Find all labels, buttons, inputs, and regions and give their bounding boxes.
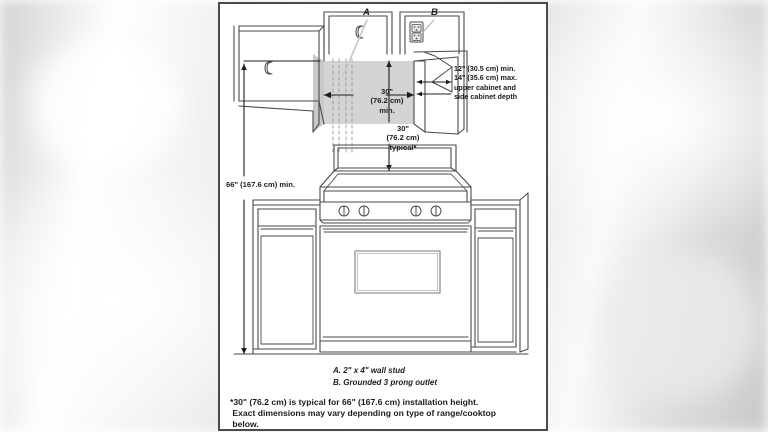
callout-letter-a: A bbox=[363, 7, 370, 18]
upper-cabinet-center-right bbox=[399, 11, 465, 55]
base-cabinet-right bbox=[470, 192, 529, 353]
floor-height-dimension-66in bbox=[235, 60, 321, 355]
upper-cabinet-right bbox=[413, 50, 468, 135]
cabinet-depth-arrow-lower bbox=[416, 91, 452, 97]
leader-line-a bbox=[342, 19, 368, 77]
grounded-3-prong-outlet bbox=[409, 21, 424, 43]
upper-cabinet-left bbox=[233, 25, 325, 133]
cabinet-depth-note: 12" (30.5 cm) min. 14" (35.6 cm) max. up… bbox=[454, 64, 518, 102]
height-dimension-label: 30" (76.2 cm) typical* bbox=[386, 124, 420, 152]
base-cabinet-left bbox=[252, 199, 321, 355]
width-dimension-30in bbox=[323, 91, 415, 99]
diagram-frame: A B 12" (30.5 cm) min. 14" (35.6 cm) max… bbox=[218, 2, 548, 431]
floor-height-dimension-label: 66" (167.6 cm) min. bbox=[226, 180, 296, 189]
background-blob-right bbox=[600, 250, 760, 400]
diagram-canvas: A B 12" (30.5 cm) min. 14" (35.6 cm) max… bbox=[220, 4, 546, 429]
installation-diagram-artwork bbox=[233, 11, 529, 355]
background-blob-left bbox=[30, 40, 180, 170]
callout-letter-b: B bbox=[431, 7, 438, 18]
range-knob-group bbox=[338, 205, 442, 217]
electric-range-with-oven bbox=[319, 144, 472, 353]
cabinet-depth-leaders bbox=[423, 51, 453, 93]
width-dimension-label: 30" (76.2 cm) min. bbox=[370, 87, 404, 115]
leader-line-b bbox=[422, 19, 435, 33]
diagram-footnote: *30" (76.2 cm) is typical for 66" (167.6… bbox=[230, 397, 496, 430]
upper-cabinet-center-left bbox=[323, 11, 393, 55]
diagram-legend: A. 2" x 4" wall stud B. Grounded 3 prong… bbox=[333, 366, 437, 387]
cabinet-depth-arrow bbox=[416, 79, 452, 85]
